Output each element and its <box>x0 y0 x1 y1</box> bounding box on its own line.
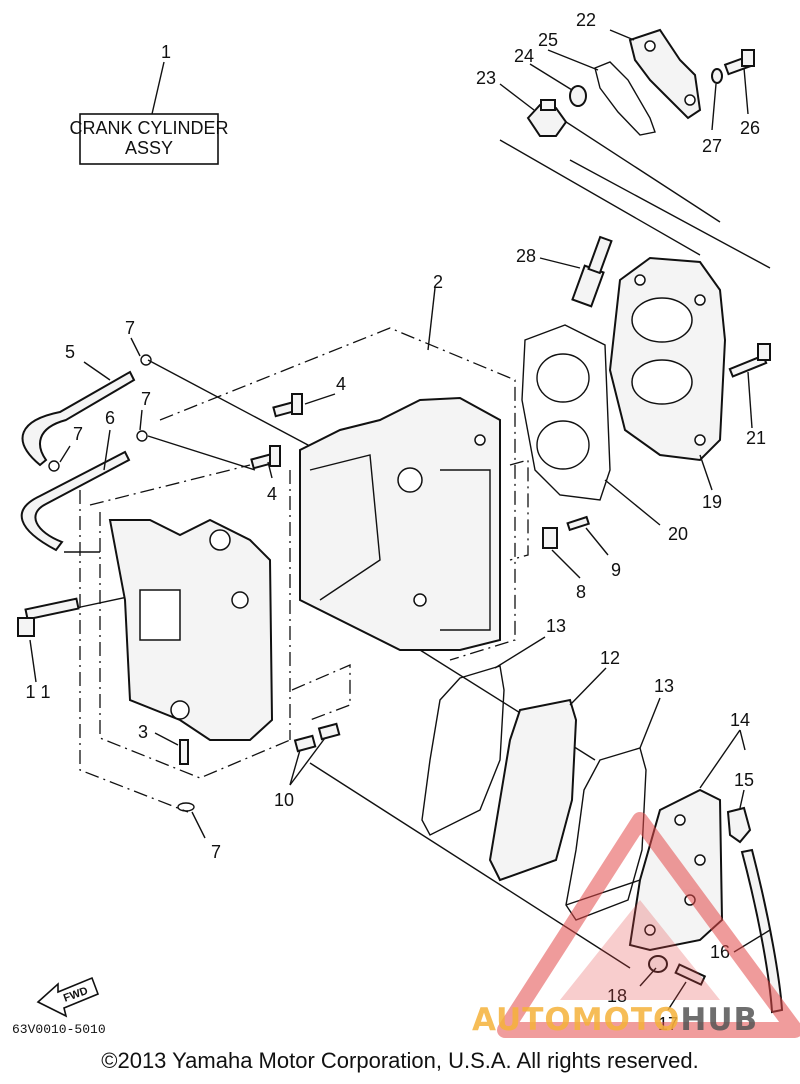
part-4-fitting-b <box>250 445 281 470</box>
part-18-washer <box>648 955 668 973</box>
part-crankcase-left <box>108 518 274 741</box>
callout-13-b: 13 <box>654 676 674 696</box>
callout-4-top: 4 <box>336 374 346 394</box>
part-24-washer <box>569 85 587 107</box>
callout-18: 18 <box>607 986 627 1006</box>
callout-27: 27 <box>702 136 722 156</box>
part-5-hose <box>21 370 136 467</box>
watermark-logo-icon <box>497 812 800 1038</box>
callout-25: 25 <box>538 30 558 50</box>
callout-5: 5 <box>65 342 75 362</box>
callout-22: 22 <box>576 10 596 30</box>
part-20-head-gasket <box>521 324 611 501</box>
part-10-dowel-b <box>317 722 341 741</box>
callout-7-c: 7 <box>73 424 83 444</box>
part-7-clip-d <box>177 802 195 812</box>
callout-7-a: 7 <box>125 318 135 338</box>
copyright-notice: ©2013 Yamaha Motor Corporation, U.S.A. A… <box>101 1048 699 1073</box>
part-10-dowel-a <box>293 734 317 753</box>
watermark-text-main: AUTOMOTO <box>472 1002 681 1038</box>
part-4-fitting-a <box>272 393 303 418</box>
part-21-bolt <box>728 343 771 378</box>
callout-10: 10 <box>274 790 294 810</box>
part-13-gasket-a <box>421 665 505 836</box>
title-line-1: CRANK CYLINDER <box>69 118 228 138</box>
part-8-clip <box>542 527 558 549</box>
part-17-bolt <box>674 963 707 986</box>
callout-9: 9 <box>611 560 621 580</box>
callout-24: 24 <box>514 46 534 66</box>
callout-23: 23 <box>476 68 496 88</box>
callout-6: 6 <box>105 408 115 428</box>
callout-2: 2 <box>433 272 443 292</box>
part-12-plate <box>488 698 578 882</box>
part-9-screw <box>566 515 591 532</box>
callout-28: 28 <box>516 246 536 266</box>
callout-26: 26 <box>740 118 760 138</box>
callout-labels: 1 2 3 4 4 5 6 7 7 7 7 8 9 10 1 1 12 13 1… <box>25 10 766 1034</box>
callout-3: 3 <box>138 722 148 742</box>
part-7-clip-b <box>136 430 148 442</box>
part-13-gasket-b <box>565 747 647 921</box>
callout-leaders <box>29 29 771 1011</box>
callout-4-bottom: 4 <box>267 484 277 504</box>
watermark-text: AUTOMOTOHUB <box>472 1002 758 1038</box>
document-number: 63V0010-5010 <box>12 1022 106 1037</box>
part-23-plug <box>526 99 568 137</box>
part-26-bolt <box>723 49 755 76</box>
callout-7-d: 7 <box>211 842 221 862</box>
part-7-clip-c <box>48 460 60 472</box>
part-2-cylinder-block <box>299 396 501 651</box>
part-7-clip-a <box>140 354 152 366</box>
part-11-bolt <box>17 597 80 637</box>
part-15-elbow <box>726 806 752 844</box>
part-22-bracket <box>628 28 702 120</box>
callout-13-a: 13 <box>546 616 566 636</box>
callout-1: 1 <box>161 42 171 62</box>
reference-lines <box>64 117 771 969</box>
watermark-text-hub: HUB <box>680 1002 759 1038</box>
callout-14: 14 <box>730 710 750 730</box>
fwd-arrow-icon: FWD <box>36 976 100 1018</box>
callout-7-b: 7 <box>141 389 151 409</box>
crank-cylinder-assy-box: CRANK CYLINDER ASSY <box>69 113 229 165</box>
part-19-cylinder-head <box>608 256 727 462</box>
title-line-2: ASSY <box>125 138 173 158</box>
callout-11: 1 1 <box>25 682 50 702</box>
part-6-hose <box>20 450 131 552</box>
callout-19: 19 <box>702 492 722 512</box>
callout-21: 21 <box>746 428 766 448</box>
callout-20: 20 <box>668 524 688 544</box>
part-28-spark-plug <box>571 235 613 308</box>
part-25-gasket <box>594 61 656 136</box>
part-27-washer <box>711 68 723 84</box>
callout-8: 8 <box>576 582 586 602</box>
callout-15: 15 <box>734 770 754 790</box>
part-3-pin <box>179 739 189 765</box>
callout-12: 12 <box>600 648 620 668</box>
